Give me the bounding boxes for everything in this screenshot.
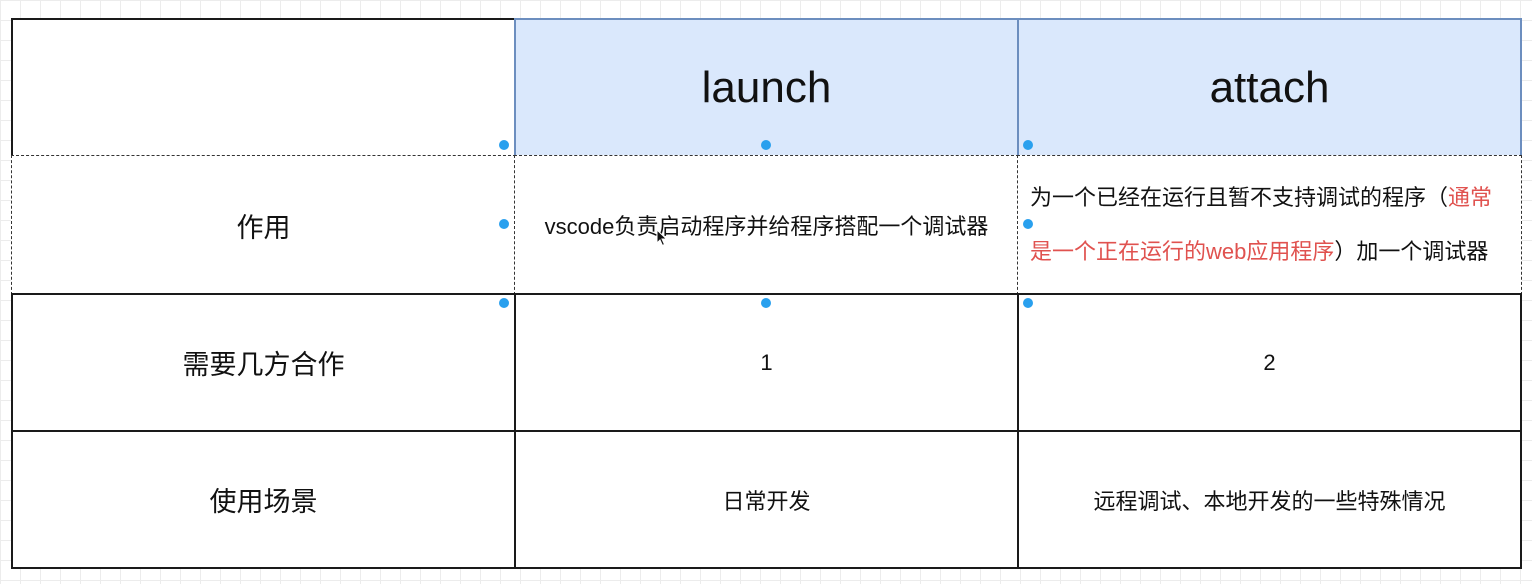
selection-handle-icon[interactable] <box>499 140 509 150</box>
launch-purpose-cell[interactable]: vscode负责启动程序并给程序搭配一个调试器 <box>514 155 1019 295</box>
row-label-parties[interactable]: 需要几方合作 <box>11 293 516 432</box>
launch-parties-cell[interactable]: 1 <box>514 293 1019 432</box>
selection-handle-icon[interactable] <box>761 140 771 150</box>
table-corner-cell[interactable] <box>11 18 516 157</box>
header-launch[interactable]: launch <box>514 18 1019 157</box>
header-attach[interactable]: attach <box>1017 18 1522 157</box>
attach-purpose-text: 为一个已经在运行且暂不支持调试的程序（通常是一个正在运行的web应用程序）加一个… <box>1018 171 1521 279</box>
launch-scenario-cell[interactable]: 日常开发 <box>514 430 1019 569</box>
selection-handle-icon[interactable] <box>499 298 509 308</box>
selection-handle-icon[interactable] <box>1023 298 1033 308</box>
attach-purpose-highlight: 通常是一个正在运行的web应用程序 <box>1030 185 1493 264</box>
attach-scenario-cell[interactable]: 远程调试、本地开发的一些特殊情况 <box>1017 430 1522 569</box>
mouse-cursor-icon <box>656 228 668 252</box>
attach-parties-cell[interactable]: 2 <box>1017 293 1522 432</box>
row-label-purpose[interactable]: 作用 <box>11 155 516 295</box>
selection-handle-icon[interactable] <box>761 298 771 308</box>
attach-purpose-part2: ）加一个调试器 <box>1334 239 1489 264</box>
attach-purpose-cell[interactable]: 为一个已经在运行且暂不支持调试的程序（通常是一个正在运行的web应用程序）加一个… <box>1017 155 1522 295</box>
row-label-scenario[interactable]: 使用场景 <box>11 430 516 569</box>
attach-purpose-part1: 为一个已经在运行且暂不支持调试的程序（ <box>1030 185 1449 210</box>
selection-handle-icon[interactable] <box>1023 140 1033 150</box>
selection-handle-icon[interactable] <box>499 219 509 229</box>
selection-handle-icon[interactable] <box>1023 219 1033 229</box>
